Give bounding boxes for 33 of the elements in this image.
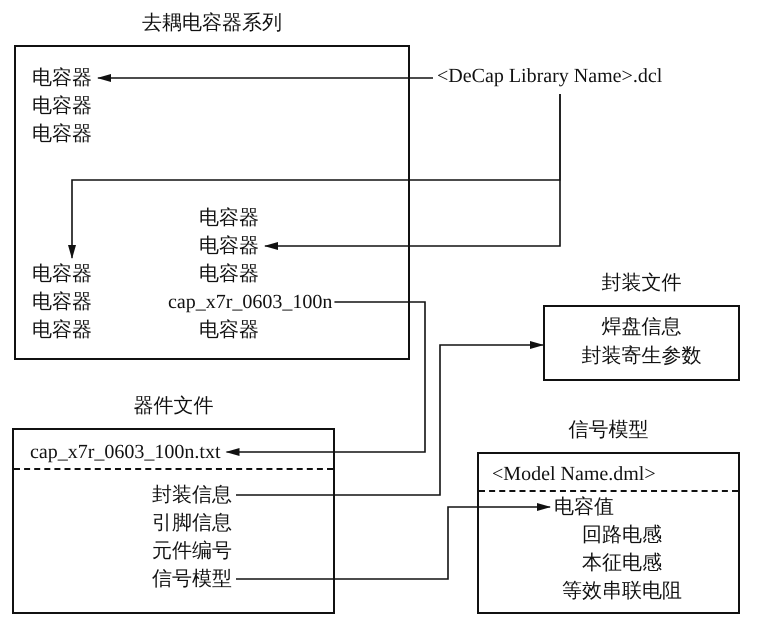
item-text: 封装信息 [152, 481, 232, 509]
item-text: 等效串联电阻 [562, 577, 682, 605]
panel-heading: 封装文件 [600, 271, 682, 296]
item-text: 电容器 [32, 120, 92, 148]
panel-heading: 去耦电容器系列 [141, 11, 283, 36]
arrow [264, 94, 561, 250]
item-text: 焊盘信息 [600, 315, 682, 340]
item-text: cap_x7r_0603_100n.txt [30, 438, 221, 466]
item-text: 本征电感 [582, 549, 662, 577]
item-text: 回路电感 [582, 521, 662, 549]
item-text: <Model Name.dml> [492, 460, 656, 488]
panel-heading: 器件文件 [132, 394, 214, 419]
item-text: 电容器 [32, 316, 92, 344]
item-text: <DeCap Library Name>.dcl [437, 62, 662, 90]
item-text: cap_x7r_0603_100n [168, 288, 332, 316]
item-text: 元件编号 [152, 537, 232, 565]
item-text: 电容器 [199, 232, 259, 260]
item-text: 封装寄生参数 [580, 344, 702, 369]
item-text: 电容器 [199, 316, 259, 344]
item-text: 电容值 [554, 493, 614, 521]
arrow [226, 301, 426, 456]
item-text: 电容器 [32, 260, 92, 288]
item-text: 电容器 [199, 260, 259, 288]
arrow [97, 74, 433, 82]
panel-heading: 信号模型 [568, 418, 650, 443]
item-text: 信号模型 [152, 565, 232, 593]
item-text: 电容器 [32, 288, 92, 316]
item-text: 引脚信息 [152, 509, 232, 537]
item-text: 电容器 [199, 204, 259, 232]
item-text: 电容器 [32, 64, 92, 92]
arrow [236, 341, 544, 496]
item-text: 电容器 [32, 92, 92, 120]
arrow [236, 503, 551, 580]
